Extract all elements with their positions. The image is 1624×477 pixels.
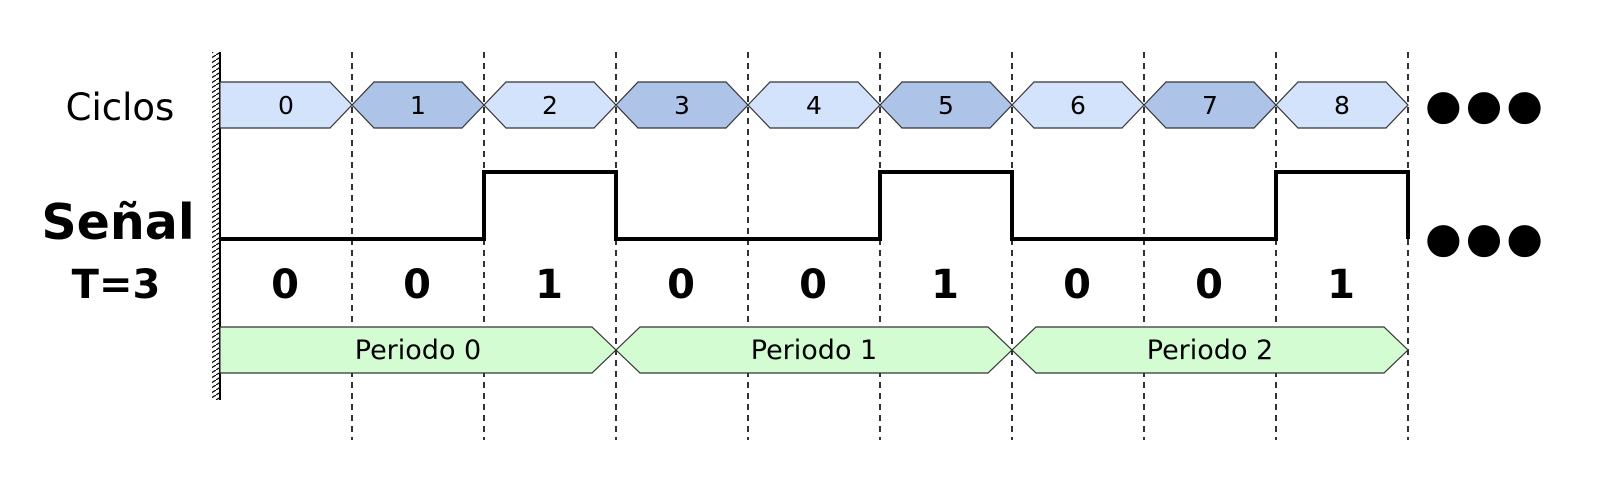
signal-value-row: 0 0 1 0 0 1 0 0 1 <box>271 262 1355 308</box>
period-label: Periodo 1 <box>751 335 877 366</box>
period-cell <box>219 326 617 374</box>
cycle-number: 6 <box>1070 91 1086 120</box>
cycle-number: 1 <box>410 91 426 120</box>
cycles-continuation-dots: ●●● <box>1425 80 1547 129</box>
cycle-cell <box>1275 81 1409 129</box>
signal-bit-value: 0 <box>403 262 431 308</box>
signal-bit-value: 0 <box>667 262 695 308</box>
signal-bit-value: 1 <box>535 262 563 308</box>
cycle-number: 0 <box>278 91 294 120</box>
cycles-row-label: Ciclos <box>66 86 175 129</box>
cycle-cell <box>219 81 353 129</box>
period-label: Periodo 0 <box>355 335 481 366</box>
signal-row-label: Señal <box>41 194 194 251</box>
signal-bit-value: 0 <box>1063 262 1091 308</box>
signal-bit-value: 1 <box>1327 262 1355 308</box>
signal-bit-value: 1 <box>931 262 959 308</box>
period-label: Periodo 2 <box>1147 335 1273 366</box>
cycle-number: 3 <box>674 91 690 120</box>
cycle-dividers <box>351 52 1409 440</box>
cycle-row: 0 1 2 3 4 5 6 7 8 <box>219 81 1409 129</box>
signal-row <box>220 170 1410 241</box>
signal-bit-value: 0 <box>799 262 827 308</box>
period-cell <box>1011 326 1409 374</box>
signal-bit-value: 0 <box>271 262 299 308</box>
signal-waveform <box>220 170 1410 241</box>
period-row: Periodo 0 Periodo 1 Periodo 2 <box>219 326 1409 374</box>
signal-continuation-dots: ●●● <box>1425 213 1547 262</box>
cycle-number: 4 <box>806 91 822 120</box>
period-parameter-label: T=3 <box>72 262 161 308</box>
time-origin-hatch <box>212 52 220 400</box>
cycle-number: 5 <box>938 91 954 120</box>
cycle-number: 7 <box>1202 91 1218 120</box>
cycle-number: 8 <box>1334 91 1350 120</box>
cycle-number: 2 <box>542 91 558 120</box>
signal-bit-value: 0 <box>1195 262 1223 308</box>
